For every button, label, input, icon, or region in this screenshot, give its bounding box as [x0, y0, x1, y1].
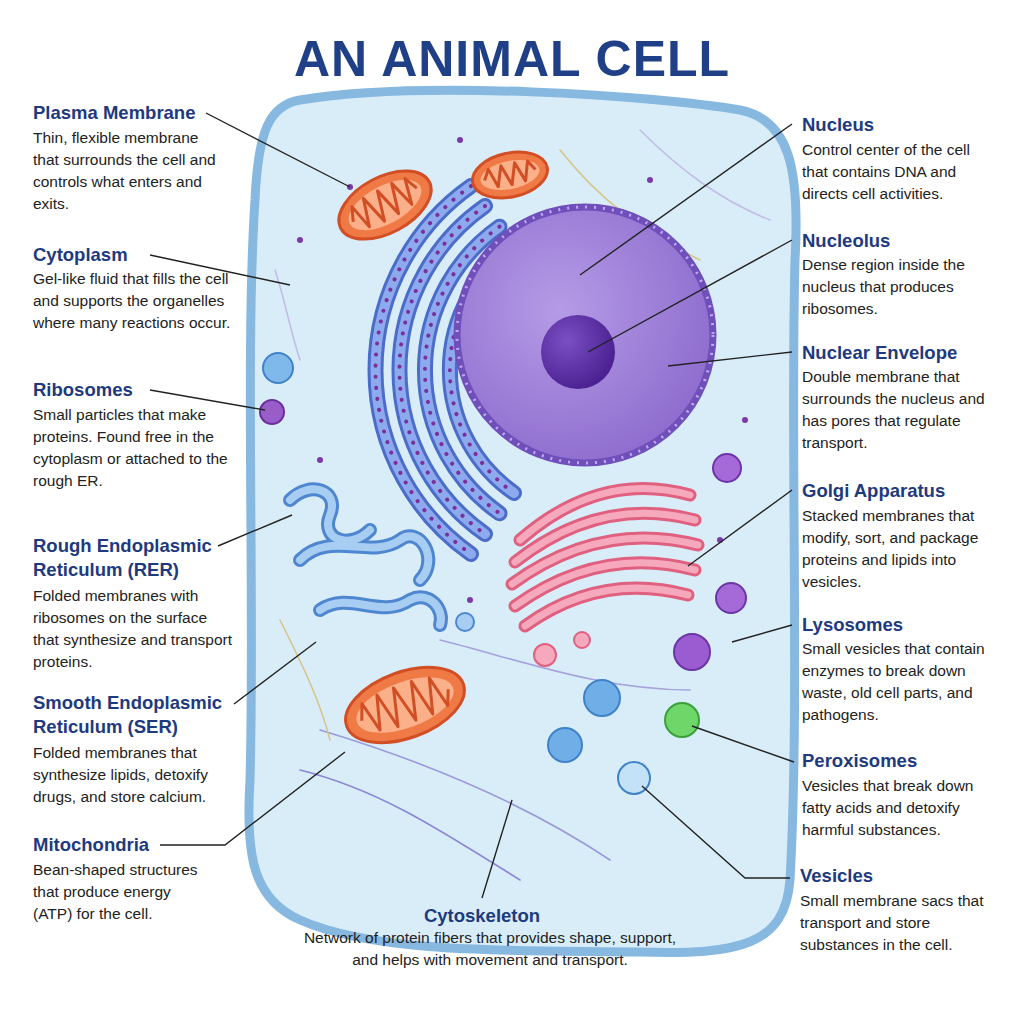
- fiber: [300, 770, 520, 880]
- leader-line: [588, 240, 792, 352]
- part-name: Cytoplasm: [33, 243, 233, 267]
- nuclear-envelope: [457, 207, 713, 463]
- golgi-cisterna: [525, 588, 688, 626]
- part-description: Folded membranes that synthesize lipids,…: [33, 742, 233, 808]
- mito-inner: [349, 666, 461, 744]
- cytoskeleton-fibers: [275, 130, 770, 880]
- lysosome: [674, 634, 710, 670]
- rer-ribosomes: [375, 186, 471, 554]
- mito-inner: [341, 169, 429, 240]
- leader-line: [692, 726, 794, 762]
- part-description: Network of protein fibers that provides …: [300, 927, 680, 971]
- part-description: Small particles that make proteins. Foun…: [33, 404, 228, 492]
- mitochondrion: [335, 653, 474, 757]
- part-description: Bean-shaped structures that produce ener…: [33, 859, 213, 925]
- mito-cristae: [346, 174, 424, 234]
- mito-inner: [478, 155, 543, 195]
- smooth-er: [290, 489, 474, 631]
- fiber: [275, 270, 300, 360]
- plasma-membrane: [249, 90, 796, 952]
- part-description: Control center of the cell that contains…: [802, 139, 992, 205]
- vesicles: [263, 353, 650, 794]
- ribosome-dot: [297, 237, 303, 243]
- part-description: Folded membranes with ribosomes on the s…: [33, 585, 233, 673]
- ser-tube: [300, 536, 428, 580]
- mito-outer: [328, 157, 443, 253]
- golgi-cisterna: [512, 538, 698, 584]
- nucleolus: [541, 315, 615, 389]
- rer-fold: [375, 186, 471, 554]
- ribosome: [260, 400, 284, 424]
- mitochondrion: [328, 157, 443, 253]
- fiber: [280, 620, 330, 740]
- ribosome-dot: [317, 457, 323, 463]
- part-description: Stacked membranes that modify, sort, and…: [802, 505, 1007, 593]
- part-description: Vesicles that break down fatty acids and…: [802, 775, 1007, 841]
- leader-line: [580, 124, 792, 275]
- part-name: Peroxisomes: [802, 749, 1002, 773]
- fiber: [440, 640, 690, 690]
- leader-line: [732, 625, 792, 642]
- leader-line: [234, 642, 316, 704]
- part-name: Lysosomes: [802, 613, 1002, 637]
- mito-outer: [335, 653, 474, 757]
- ser-tube: [290, 489, 370, 540]
- part-description: Double membrane that surrounds the nucle…: [802, 366, 992, 454]
- part-name: Vesicles: [800, 864, 1000, 888]
- part-name: Smooth Endoplasmic Reticulum (SER): [33, 691, 243, 739]
- part-name: Rough Endoplasmic Reticulum (RER): [33, 534, 233, 582]
- leader-line: [668, 352, 792, 366]
- ser-tube: [320, 597, 441, 625]
- part-name: Ribosomes: [33, 378, 233, 402]
- golgi-vesicle: [574, 632, 590, 648]
- part-name: Nucleolus: [802, 229, 1002, 253]
- ribosome-dot: [647, 177, 653, 183]
- leader-lines: [150, 113, 794, 898]
- part-description: Small vesicles that contain enzymes to b…: [802, 638, 1002, 726]
- leader-line: [688, 490, 792, 566]
- vesicle: [548, 728, 582, 762]
- ribosome-dot: [457, 137, 463, 143]
- leader-line: [218, 515, 292, 546]
- part-description: Dense region inside the nucleus that pro…: [802, 254, 992, 320]
- fiber: [640, 130, 770, 220]
- part-name: Golgi Apparatus: [802, 479, 1002, 503]
- ribosome-dot: [742, 417, 748, 423]
- part-name: Cytoskeleton: [382, 904, 582, 928]
- part-name: Plasma Membrane: [33, 101, 233, 125]
- ribosome-dot: [467, 597, 473, 603]
- leader-line: [482, 800, 512, 898]
- part-name: Nucleus: [802, 113, 1002, 137]
- mito-outer: [468, 146, 551, 205]
- part-description: Gel-like fluid that fills the cell and s…: [33, 268, 233, 334]
- nuclear-pores: [457, 207, 713, 463]
- mitochondrion: [468, 146, 551, 205]
- vesicle: [584, 680, 620, 716]
- golgi-cisterna: [525, 588, 688, 626]
- leader-line: [642, 786, 790, 878]
- ser-vesicle: [456, 613, 474, 631]
- vesicle: [263, 353, 293, 383]
- golgi-vesicle: [534, 644, 556, 666]
- mito-cristae: [355, 670, 454, 737]
- part-description: Thin, flexible membrane that surrounds t…: [33, 127, 228, 215]
- lysosome: [713, 454, 741, 482]
- golgi-cisterna: [515, 563, 695, 606]
- part-name: Mitochondria: [33, 833, 233, 857]
- lysosome: [716, 583, 746, 613]
- part-description: Small membrane sacs that transport and s…: [800, 890, 1012, 956]
- golgi-apparatus: [512, 488, 698, 666]
- diagram-title: AN ANIMAL CELL: [0, 30, 1024, 88]
- leader-line: [206, 113, 350, 187]
- mito-cristae: [482, 159, 537, 190]
- ser-tube: [320, 597, 441, 625]
- ser-tube: [300, 536, 428, 580]
- peroxisome: [665, 703, 699, 737]
- part-name: Nuclear Envelope: [802, 341, 1002, 365]
- lysosomes: [674, 454, 746, 670]
- ser-tube: [290, 489, 370, 540]
